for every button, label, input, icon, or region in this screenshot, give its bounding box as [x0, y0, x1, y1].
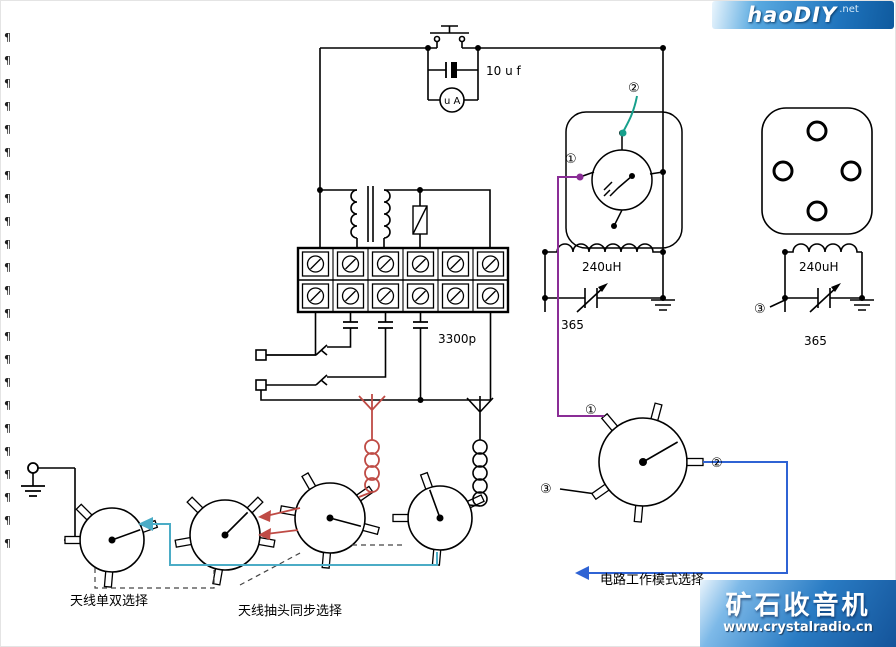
output-transformer: [350, 186, 391, 242]
pin2-socket-label: ②: [628, 81, 640, 96]
wire-blue: [577, 461, 788, 574]
rotary-switch-s4: [392, 471, 485, 566]
terminal-screws-row1: [301, 251, 505, 277]
label-meter: u A: [444, 96, 461, 107]
selector-label-antenna-mode: 天线单双选择: [70, 594, 148, 609]
power-switch: [430, 25, 469, 48]
haodiy-logo-text: haoDIY: [747, 3, 838, 27]
label-365-right: 365: [804, 334, 827, 348]
antenna-black: [466, 396, 494, 507]
terminal-screws-row2: [301, 283, 505, 309]
bypass-capacitor: [445, 62, 457, 78]
pin1-switch-label: ①: [585, 403, 597, 418]
label-3300p: 3300p: [438, 332, 476, 346]
banner-title: 矿石收音机: [725, 590, 871, 621]
mode-rotary-switch: [590, 402, 704, 523]
pin1-socket-label: ①: [565, 152, 577, 167]
label-10uf: 10 u f: [486, 64, 522, 78]
selector-label-circuit-mode: 电路工作模式选择: [600, 572, 704, 588]
microammeter: [439, 87, 465, 113]
tank-circuit-right: [785, 243, 874, 313]
wire-red-antenna-coil: [265, 394, 386, 535]
ground-input-terminal: [21, 462, 45, 497]
wire-purple: [557, 176, 604, 417]
label-240uh-right: 240uH: [799, 260, 839, 274]
label-365-left: 365: [561, 318, 584, 332]
paragraph-marks: ¶ ¶ ¶ ¶ ¶ ¶ ¶ ¶ ¶ ¶ ¶ ¶ ¶ ¶ ¶ ¶ ¶ ¶ ¶ ¶ …: [4, 31, 11, 550]
pin2-switch-label: ②: [711, 456, 723, 471]
red-arrowhead-1: [258, 510, 271, 522]
coupling-capacitors: [343, 321, 428, 329]
pin3-switch-label: ③: [540, 482, 552, 497]
haodiy-logo[interactable]: haoDIY .net: [712, 1, 894, 29]
label-240uh-left: 240uH: [582, 260, 622, 274]
terminal-block: [296, 246, 510, 314]
phone-jack-2: [255, 374, 328, 391]
junction-dots: [317, 45, 865, 403]
rotary-switch-antenna-mode: [64, 503, 159, 588]
banner-url[interactable]: www.crystalradio.cn: [723, 620, 873, 636]
wire-teal: [622, 95, 638, 133]
cyan-arrowhead: [138, 517, 153, 531]
purple-terminal-dot: [576, 173, 584, 181]
wire-cyan: [152, 523, 438, 566]
pin3-tank-label: ③: [754, 302, 766, 317]
crystal-earpiece: [412, 205, 428, 235]
blue-arrowhead: [575, 566, 589, 580]
crystalradio-banner[interactable]: 矿石收音机 www.crystalradio.cn: [700, 580, 896, 647]
gang-dashed-links: [94, 544, 406, 589]
teal-terminal-dot: [619, 129, 627, 137]
rotary-switch-s3: [279, 472, 380, 569]
selector-label-antenna-tap: 天线抽头同步选择: [238, 604, 342, 619]
main-wiring: [32, 47, 863, 541]
coil-socket-top-view: [761, 107, 873, 235]
phone-jack-1: [255, 344, 328, 361]
tank-circuit-left: [545, 243, 675, 313]
red-arrowhead-2: [258, 528, 271, 540]
rotary-switch-s2: [174, 496, 276, 586]
haodiy-logo-suffix: .net: [839, 4, 859, 15]
